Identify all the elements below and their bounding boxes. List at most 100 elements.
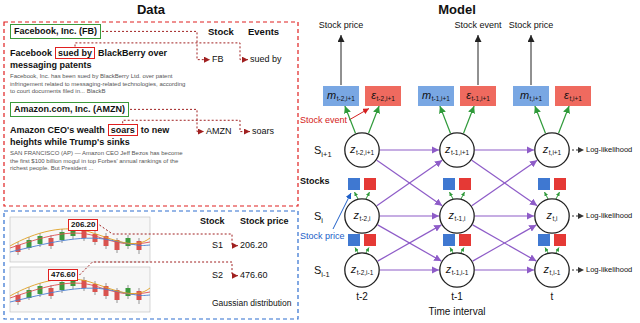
price-square — [538, 178, 550, 190]
node-subscript: t-2,i+1 — [337, 96, 355, 103]
price-tag: 206.20 — [68, 219, 98, 231]
emission-arrow — [440, 106, 451, 133]
panel-heading: Model — [438, 2, 476, 18]
text-line: Si+1 — [314, 143, 332, 160]
emission-arrow — [535, 106, 546, 133]
transition-arrow — [377, 160, 442, 205]
transition-arrow — [475, 215, 534, 216]
emission-arrow — [461, 192, 465, 199]
stock-index: i — [321, 216, 323, 225]
spacer — [354, 192, 560, 199]
node-subscript: t,i — [552, 216, 557, 223]
table-cell: 476.60 — [240, 270, 268, 281]
text-data-panel — [4, 22, 298, 206]
column-header: Stock — [200, 216, 225, 227]
node-subscript: t-1,i — [455, 216, 466, 223]
state-outline — [535, 253, 569, 287]
headline-text: Facebook — [10, 48, 52, 58]
event-square — [364, 178, 376, 190]
moving-average — [10, 229, 150, 246]
node-subscript: t-1,i+1 — [432, 96, 450, 103]
chart-ground — [10, 217, 150, 262]
input-arrow — [349, 109, 369, 121]
node-text: m — [520, 90, 529, 101]
event-square — [554, 234, 566, 246]
latent-state: zt-2,i — [344, 198, 380, 234]
event-node: εt-2,i+1 — [365, 86, 401, 106]
event-square — [554, 178, 566, 190]
node-subscript: t,i-1 — [550, 270, 561, 277]
output-arrow — [478, 35, 479, 85]
node-text: z — [546, 210, 552, 221]
node-text: sued by — [58, 48, 92, 58]
price-data-panel — [4, 211, 298, 319]
latent-state: zt,i — [534, 198, 570, 234]
price-square — [443, 234, 455, 246]
emission-arrow — [559, 106, 570, 133]
price-square — [348, 178, 360, 190]
latent-state: zt,i+1 — [534, 132, 570, 168]
stock-symbol: S — [314, 264, 321, 276]
transition-arrow — [475, 269, 534, 270]
time-step: t-1 — [451, 291, 463, 304]
axis-title: Time interval — [429, 306, 486, 319]
text-line: Facebooksued byBlackBerry over messaging… — [10, 47, 190, 71]
output-label: Stock price — [319, 20, 364, 31]
table-cell: FB — [212, 54, 224, 65]
moving-average — [10, 233, 150, 248]
node-text: z — [351, 264, 357, 275]
node-text: z — [354, 210, 360, 221]
emission-arrow — [556, 192, 560, 199]
stock-index: i-1 — [321, 270, 329, 279]
article-snippet: Facebook, Inc. has been sued by BlackBer… — [10, 73, 190, 96]
price-node: mt-1,i+1 — [418, 86, 454, 106]
output-label: Stock price — [509, 20, 554, 31]
ticker-box: Amazon.com, Inc. (AMZN) — [10, 102, 129, 117]
stock-index: i+1 — [321, 150, 331, 159]
price-tag: 476.60 — [48, 269, 78, 281]
node-text: z — [543, 144, 549, 155]
time-step: t-2 — [356, 291, 368, 304]
node-text: z — [445, 144, 451, 155]
node-text: ε — [466, 90, 471, 101]
node-text: z — [449, 210, 455, 221]
node-subscript: t-1,i+1 — [472, 96, 490, 103]
stock-symbol: S — [314, 210, 321, 222]
emission-arrow — [450, 248, 453, 254]
column-header: Events — [248, 26, 279, 38]
state-outline — [535, 199, 569, 233]
emission-arrow — [355, 248, 358, 254]
node-text: z — [350, 144, 356, 155]
node-subscript: t-2,i+1 — [356, 150, 374, 157]
transition-arrow — [472, 160, 537, 205]
input-label: Stock event — [300, 115, 347, 126]
input-label: Stock price — [300, 231, 345, 242]
column-header: Stock — [208, 26, 234, 38]
node-text: 476.60 — [51, 270, 75, 279]
moving-average — [10, 238, 150, 252]
node-text: Amazon.com, Inc. (AMZN) — [14, 104, 125, 114]
table-cell: 206.20 — [240, 240, 268, 251]
node-subscript: t-1,i+1 — [451, 150, 469, 157]
event-square — [459, 234, 471, 246]
latent-state: zt-2,i-1 — [344, 252, 380, 288]
event-square — [459, 178, 471, 190]
transition-arrow — [475, 149, 534, 150]
output-arrow — [341, 35, 342, 85]
output-arrow — [531, 35, 532, 85]
node-text: soars — [111, 125, 135, 135]
candlestick-chart — [10, 217, 150, 262]
emission-arrow — [355, 192, 359, 199]
stock-symbol: S — [314, 144, 321, 156]
node-subscript: t-2,i-1 — [357, 270, 374, 277]
emission-arrow — [369, 106, 380, 133]
state-outline — [440, 253, 474, 287]
state-outline — [440, 133, 474, 167]
node-text: m — [327, 90, 336, 101]
axis-label: Stocks — [300, 176, 330, 187]
table-cell: soars — [252, 126, 274, 137]
time-step: t — [551, 291, 554, 304]
node-subscript: t-2,i — [360, 216, 371, 223]
headline-text: Amazon CEO's wealth — [10, 125, 105, 135]
latent-state: zt-1,i-1 — [439, 252, 475, 288]
